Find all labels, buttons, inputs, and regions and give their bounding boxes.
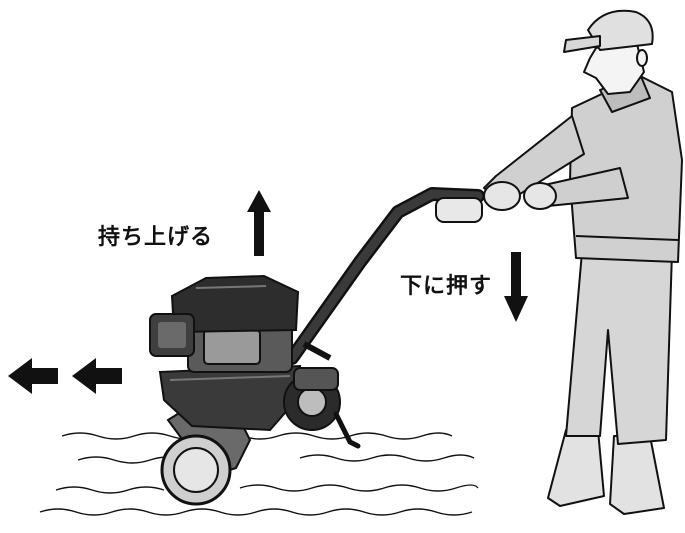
tiller-handle bbox=[285, 187, 485, 365]
right-boot bbox=[609, 435, 665, 515]
tiller-machine bbox=[149, 274, 361, 506]
push-down-label: 下に押す bbox=[400, 274, 493, 299]
arrow-left-icon bbox=[8, 358, 58, 394]
left-boot bbox=[547, 429, 605, 507]
cap-brim bbox=[563, 35, 601, 53]
arrow-down-icon bbox=[504, 252, 528, 322]
arrow-left-icon bbox=[72, 358, 122, 394]
operator-person bbox=[483, 9, 683, 515]
trousers bbox=[565, 251, 673, 445]
hand bbox=[523, 182, 557, 210]
movement-arrows bbox=[8, 358, 122, 394]
hand bbox=[483, 181, 521, 211]
lift-label: 持ち上げる bbox=[98, 225, 214, 250]
cap bbox=[587, 9, 654, 51]
arrow-up-icon bbox=[247, 190, 271, 256]
soil-waves bbox=[39, 432, 479, 516]
